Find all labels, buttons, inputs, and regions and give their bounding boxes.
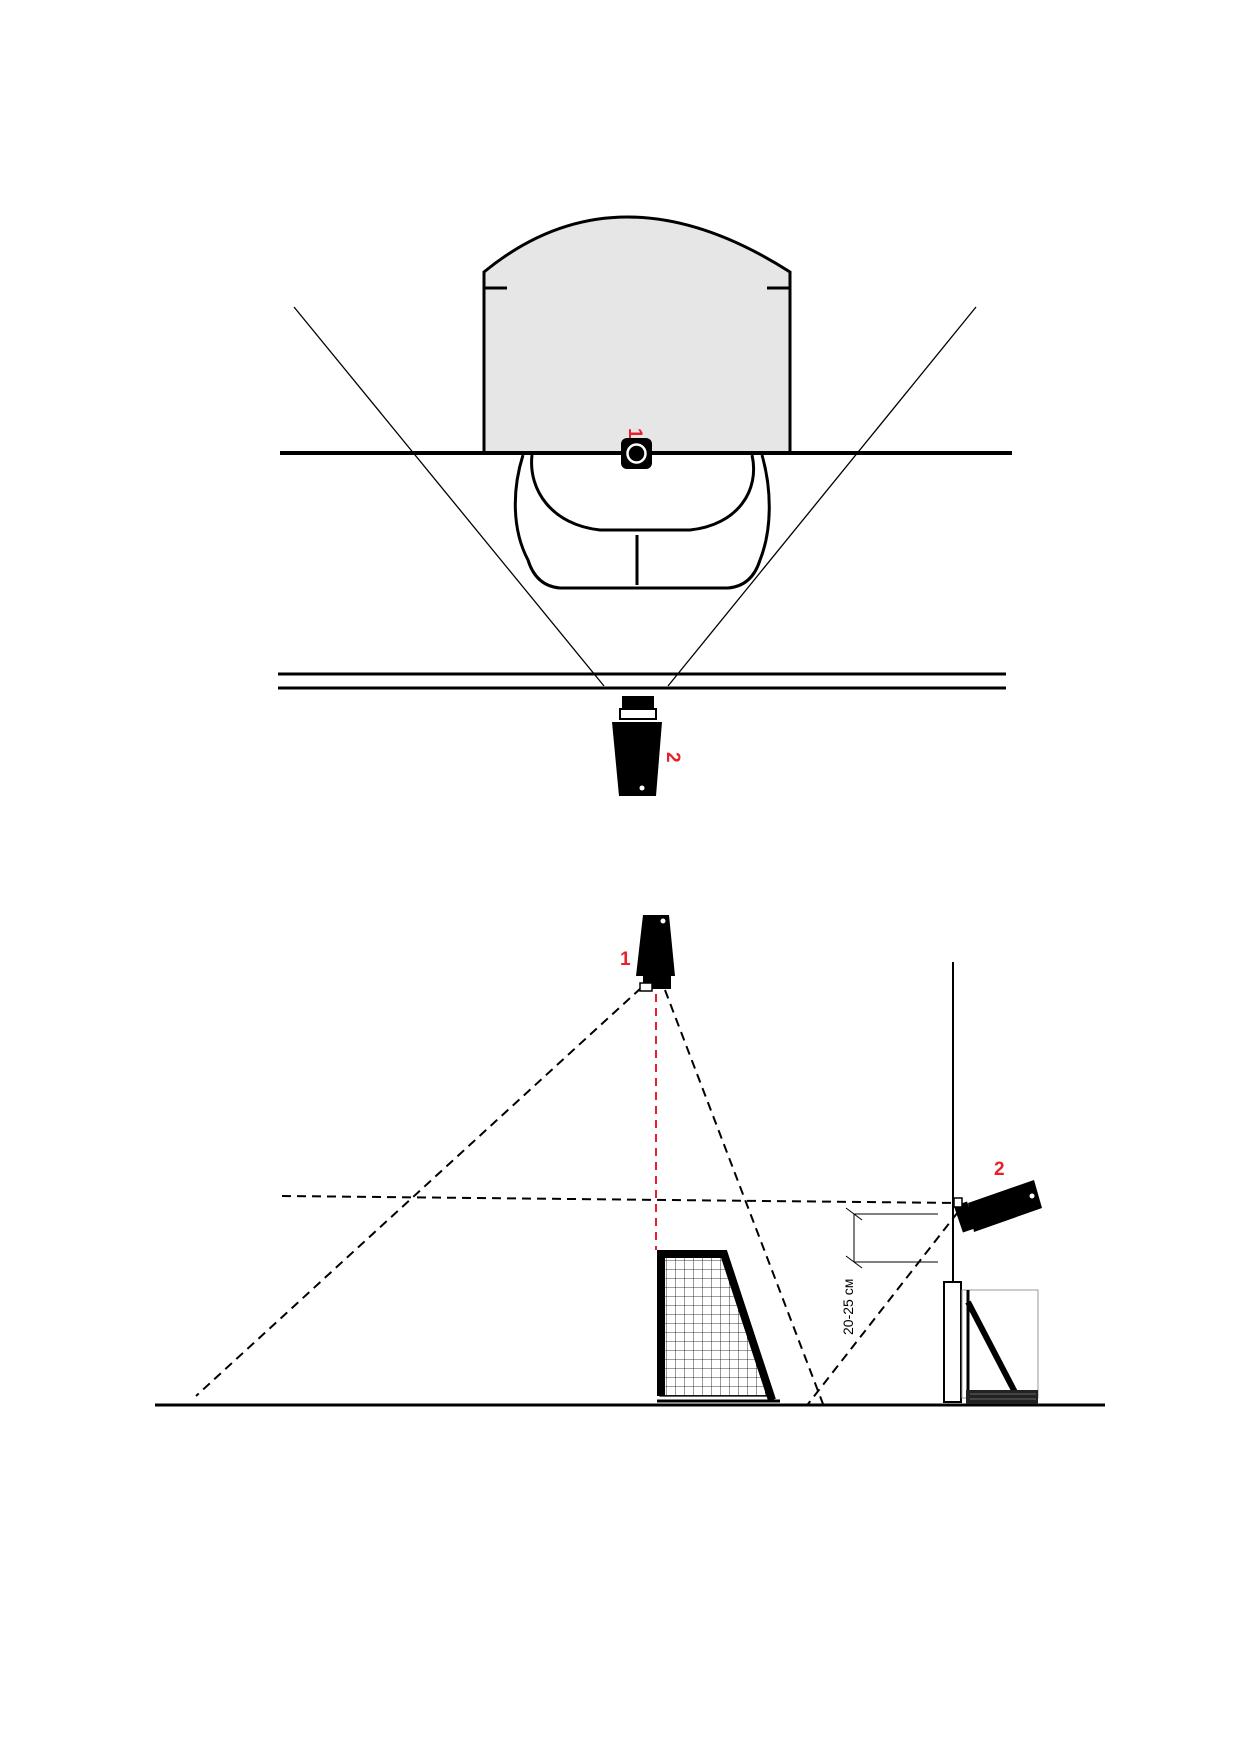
net-support-post [943,1281,962,1403]
camera-1-top-label: 1 [624,428,645,439]
dimension-label: 20-25 см [840,1279,856,1335]
view-line-left [293,306,605,687]
top-view: 1 2 [278,215,1012,796]
goal-inner-line [530,454,756,532]
side-view: 1 2 20-25 см [155,915,1105,1407]
goal-top-view [513,454,771,590]
camera-2-view-horizontal [281,1195,959,1204]
camera-1-side [636,915,675,992]
camera-1-side-label: 1 [620,949,631,970]
camera-2-view-down [807,1211,959,1405]
camera-2-side [953,1180,1042,1233]
camera-1-view-left [195,987,642,1397]
camera-2-top-label: 2 [662,752,683,763]
dimension-marker [845,1207,938,1269]
camera-1-top [621,438,652,469]
view-line-right [667,306,977,687]
goal-side-view [657,1250,780,1403]
support-frame [961,1289,1039,1406]
camera-2-top [612,696,662,796]
goal-area [482,215,792,455]
camera-2-side-label: 2 [994,1159,1005,1180]
